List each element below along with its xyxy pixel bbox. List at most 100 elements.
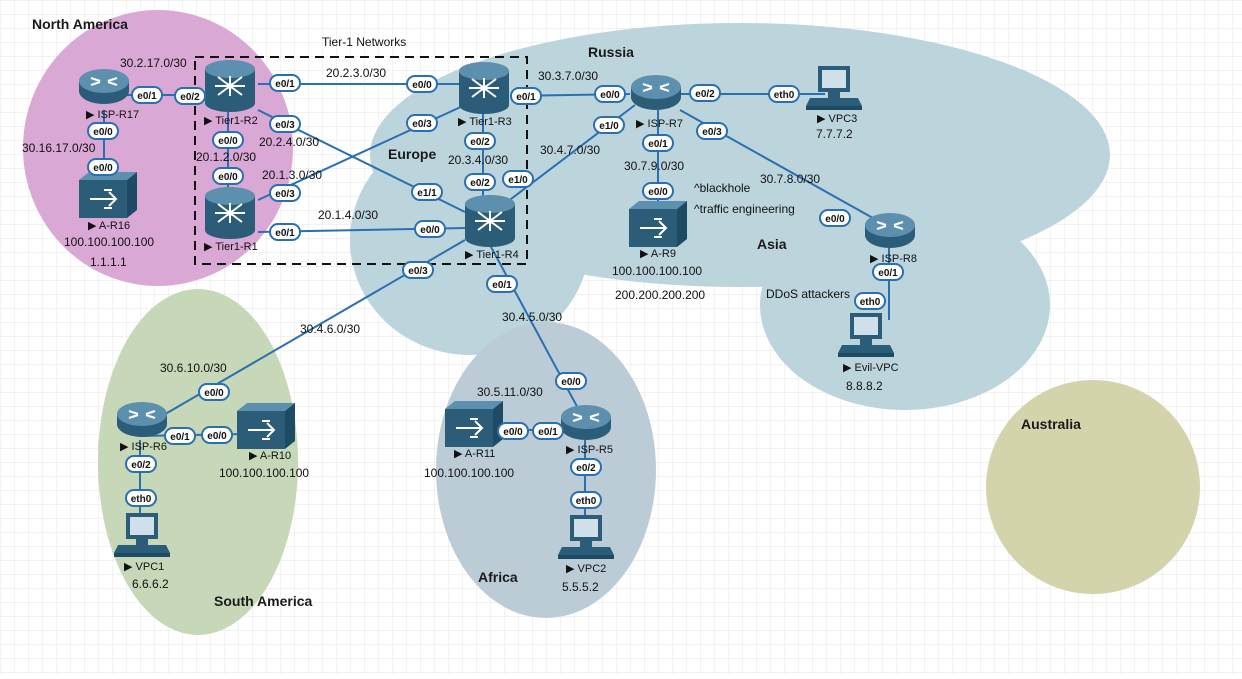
region-label-australia: Australia xyxy=(1021,416,1081,432)
anycast-address: 100.100.100.100 xyxy=(219,466,309,480)
host-address: 8.8.8.2 xyxy=(846,379,883,393)
svg-text:e0/3: e0/3 xyxy=(275,120,295,131)
subnet-label: 30.16.17.0/30 xyxy=(22,141,96,155)
svg-text:e0/2: e0/2 xyxy=(695,89,715,100)
device-label-vpc1: ▶ VPC1 xyxy=(124,561,164,573)
svg-text:e0/3: e0/3 xyxy=(408,266,428,277)
subnet-label: 30.5.11.0/30 xyxy=(477,385,543,399)
host-address: 6.6.6.2 xyxy=(132,577,169,591)
svg-text:e0/0: e0/0 xyxy=(420,225,440,236)
svg-text:e0/1: e0/1 xyxy=(275,228,295,239)
subnet-label: 30.4.5.0/30 xyxy=(502,310,562,324)
note-blackhole: ^blackhole xyxy=(694,181,751,195)
router-tier1-r3[interactable] xyxy=(458,61,510,115)
svg-text:eth0: eth0 xyxy=(576,496,597,507)
port: e0/1 xyxy=(872,263,904,281)
port: e0/0 xyxy=(414,220,446,238)
loopback-address: 1.1.1.1 xyxy=(90,255,127,269)
svg-text:e0/1: e0/1 xyxy=(516,92,536,103)
svg-text:e0/1: e0/1 xyxy=(492,280,512,291)
switch-a-r9[interactable] xyxy=(628,200,688,248)
svg-text:eth0: eth0 xyxy=(131,494,152,505)
svg-text:e0/1: e0/1 xyxy=(137,91,157,102)
anycast-address: 100.100.100.100 xyxy=(612,264,702,278)
anycast-address: 100.100.100.100 xyxy=(424,466,514,480)
router-isp-r5[interactable] xyxy=(560,404,612,441)
router-isp-r6[interactable] xyxy=(116,401,168,438)
svg-text:e0/1: e0/1 xyxy=(275,79,295,90)
subnet-label: 30.7.9.0/30 xyxy=(624,159,684,173)
port: e1/0 xyxy=(593,116,625,134)
port: e0/1 xyxy=(532,422,564,440)
region-label-russia: Russia xyxy=(588,44,634,60)
router-tier1-r2[interactable] xyxy=(204,59,256,113)
svg-text:e0/0: e0/0 xyxy=(412,80,432,91)
subnet-label: 30.4.7.0/30 xyxy=(540,143,600,157)
port: e0/0 xyxy=(406,75,438,93)
svg-text:e0/0: e0/0 xyxy=(600,90,620,101)
notes: ^blackhole ^traffic engineering DDoS att… xyxy=(694,181,850,301)
port: e0/1 xyxy=(269,74,301,92)
port: e0/0 xyxy=(819,209,851,227)
port: e0/1 xyxy=(486,275,518,293)
svg-text:e0/2: e0/2 xyxy=(131,460,151,471)
port: e0/0 xyxy=(198,383,230,401)
svg-text:e0/3: e0/3 xyxy=(412,119,432,130)
subnet-label: 20.3.4.0/30 xyxy=(448,153,508,167)
host-address: 7.7.7.2 xyxy=(816,127,853,141)
interface-ports: e0/1 e0/2 e0/0 e0/0 e0/1 e0/3 e0/0 e0/0 … xyxy=(87,74,904,509)
svg-text:e1/0: e1/0 xyxy=(508,175,528,186)
port: e0/3 xyxy=(402,261,434,279)
port: e0/1 xyxy=(131,86,163,104)
device-label-isp-r8: ▶ ISP-R8 xyxy=(870,253,917,265)
subnet-label: 20.1.3.0/30 xyxy=(262,168,322,182)
port: e0/3 xyxy=(406,114,438,132)
svg-text:e1/1: e1/1 xyxy=(417,188,437,199)
region-shapes xyxy=(23,10,1200,635)
subnet-label: 30.2.17.0/30 xyxy=(120,56,187,70)
router-isp-r8[interactable] xyxy=(864,212,916,249)
port: e0/1 xyxy=(510,87,542,105)
port: e0/0 xyxy=(87,122,119,140)
switch-a-r16[interactable] xyxy=(78,171,138,219)
region-label-north-america: North America xyxy=(32,16,128,32)
region-label-asia: Asia xyxy=(757,236,787,252)
svg-text:e0/1: e0/1 xyxy=(170,432,190,443)
note-traffic-engineering: ^traffic engineering xyxy=(694,202,795,216)
router-tier1-r1[interactable] xyxy=(204,186,256,240)
device-label-isp-r7: ▶ ISP-R7 xyxy=(636,118,683,130)
switch-a-r10[interactable] xyxy=(236,402,296,450)
port: e0/2 xyxy=(689,84,721,102)
anycast-address: 100.100.100.100 xyxy=(64,235,154,249)
port: e0/0 xyxy=(555,372,587,390)
device-label-vpc2: ▶ VPC2 xyxy=(566,563,606,575)
region-label-africa: Africa xyxy=(478,569,518,585)
switch-a-r11[interactable] xyxy=(444,400,504,448)
svg-text:e0/0: e0/0 xyxy=(218,172,238,183)
subnet-label: 20.2.3.0/30 xyxy=(326,66,386,80)
device-label-tier1-r3: ▶ Tier1-R3 xyxy=(458,116,512,128)
svg-text:eth0: eth0 xyxy=(774,90,795,101)
svg-text:e0/3: e0/3 xyxy=(275,189,295,200)
router-isp-r7[interactable] xyxy=(630,74,682,111)
note-ddos-attackers: DDoS attackers xyxy=(766,287,850,301)
subnet-label: 20.2.4.0/30 xyxy=(259,135,319,149)
device-label-evil-vpc: ▶ Evil-VPC xyxy=(843,362,899,374)
device-label-isp-r6: ▶ ISP-R6 xyxy=(120,441,167,453)
device-label-isp-r17: ▶ ISP-R17 xyxy=(86,109,139,121)
port: e0/0 xyxy=(497,422,529,440)
port: e0/0 xyxy=(594,85,626,103)
port: eth0 xyxy=(854,292,886,310)
router-isp-r17[interactable] xyxy=(78,68,130,105)
subnet-label: 20.1.2.0/30 xyxy=(196,150,256,164)
svg-text:e0/0: e0/0 xyxy=(825,214,845,225)
svg-text:e0/2: e0/2 xyxy=(470,178,490,189)
port: e0/1 xyxy=(269,223,301,241)
port: e0/3 xyxy=(269,115,301,133)
svg-text:e0/0: e0/0 xyxy=(93,163,113,174)
router-tier1-r4[interactable] xyxy=(464,194,516,248)
port: e0/2 xyxy=(570,458,602,476)
port: e0/0 xyxy=(87,158,119,176)
port: e0/2 xyxy=(174,87,206,105)
